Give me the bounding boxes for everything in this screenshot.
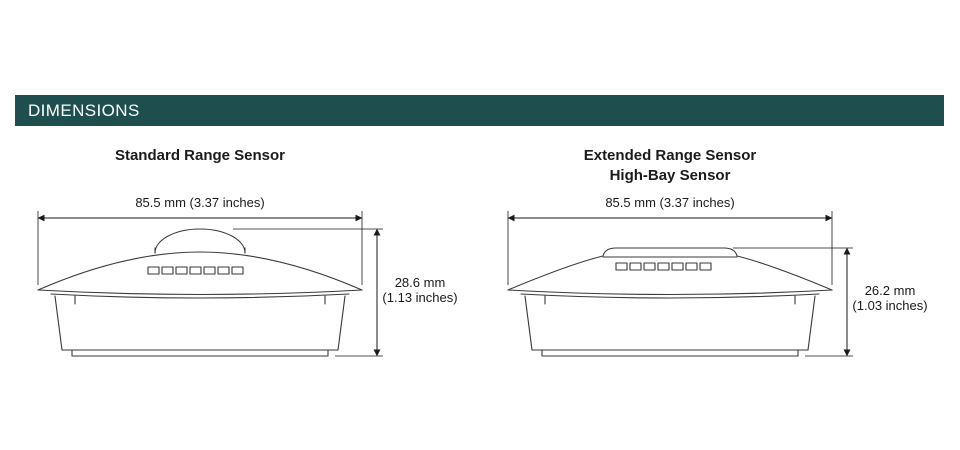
sensor-rim-lower	[520, 293, 820, 299]
sensor-bottom-lip	[71, 349, 329, 357]
sensor-bottom-lip	[541, 349, 799, 357]
extended-sensor-drawing: 85.5 mm (3.37 inches) 26	[507, 195, 928, 357]
section-header-bar: DIMENSIONS	[15, 95, 944, 126]
width-dimension-label: 85.5 mm (3.37 inches)	[605, 195, 734, 210]
sensor-rim-upper	[37, 289, 363, 296]
height-dimension-label-mm: 28.6 mm	[395, 275, 446, 290]
extended-sensor-panel: Extended Range Sensor High-Bay Sensor 85…	[485, 146, 945, 386]
sensor-grille	[147, 266, 244, 275]
height-dimension-label-mm: 26.2 mm	[865, 283, 916, 298]
panel-title-line: Extended Range Sensor	[583, 147, 757, 164]
sensor-base	[524, 295, 816, 351]
panel-title-line: High-Bay Sensor	[609, 167, 731, 184]
sensor-rim-upper	[507, 289, 833, 296]
section-title: DIMENSIONS	[28, 100, 140, 120]
sensor-base	[54, 295, 346, 351]
height-dimension-label-in: (1.03 inches)	[852, 298, 927, 313]
panel-title-line: Standard Range Sensor	[114, 147, 286, 164]
standard-sensor-drawing: 85.5 mm (3.37 inches)	[37, 195, 458, 357]
width-dimension-label: 85.5 mm (3.37 inches)	[135, 195, 264, 210]
panel-title-extended: Extended Range Sensor High-Bay Sensor	[485, 146, 855, 186]
sensor-rim-lower	[50, 293, 350, 299]
sensor-top-shell	[37, 251, 363, 291]
sensor-dome	[154, 228, 246, 254]
panel-title-standard: Standard Range Sensor	[15, 146, 385, 166]
sensor-grille	[615, 262, 712, 271]
height-dimension-label-in: (1.13 inches)	[382, 290, 457, 305]
sensor-top-shell	[507, 247, 833, 291]
standard-sensor-panel: Standard Range Sensor 85.5 mm (3.37 inch…	[15, 146, 465, 386]
